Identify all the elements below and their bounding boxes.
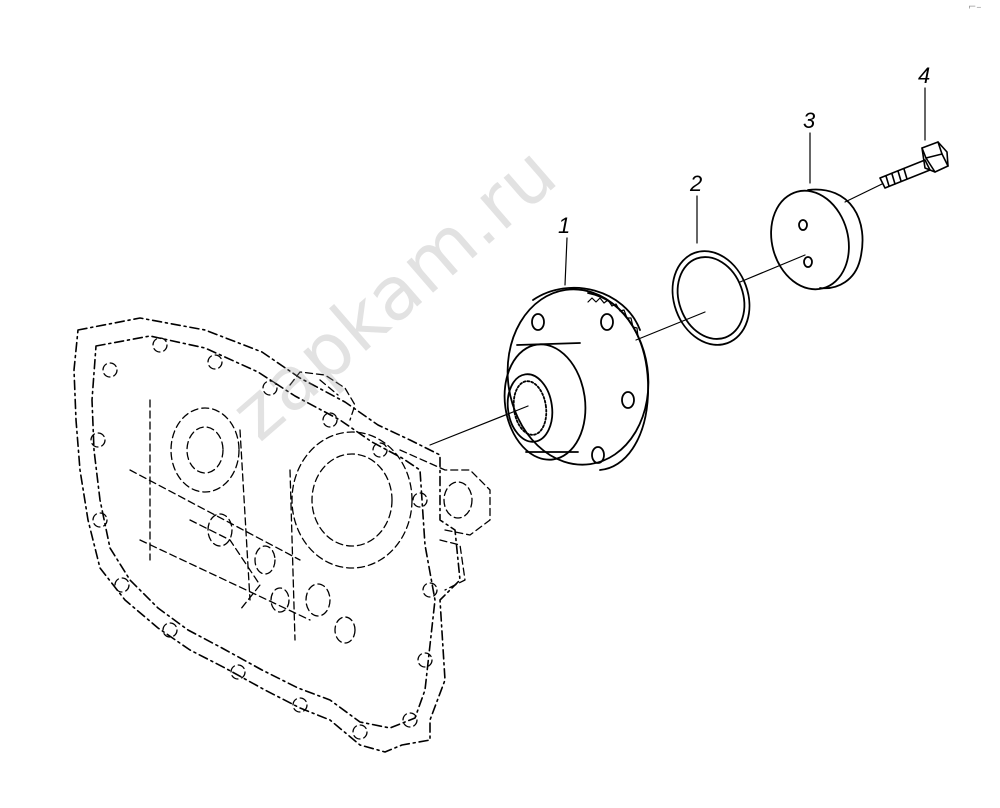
- corner-mark: ⌐–: [968, 2, 982, 13]
- callout-part-3: 3: [803, 108, 816, 133]
- assembly-axis-line: [429, 183, 883, 446]
- callout-part-1: 1: [558, 213, 571, 238]
- part-2-o-ring: [671, 250, 751, 346]
- gearbox-housing-outline: [73, 317, 461, 753]
- callout-part-4: 4: [918, 63, 931, 88]
- part-4-bolt: [879, 141, 949, 189]
- part-3-washer-plate: [770, 188, 864, 291]
- callout-leaders: [564, 87, 926, 286]
- callout-part-2: 2: [690, 171, 703, 196]
- part-1-flange: [503, 286, 650, 471]
- gearbox-housing-details: [90, 337, 491, 740]
